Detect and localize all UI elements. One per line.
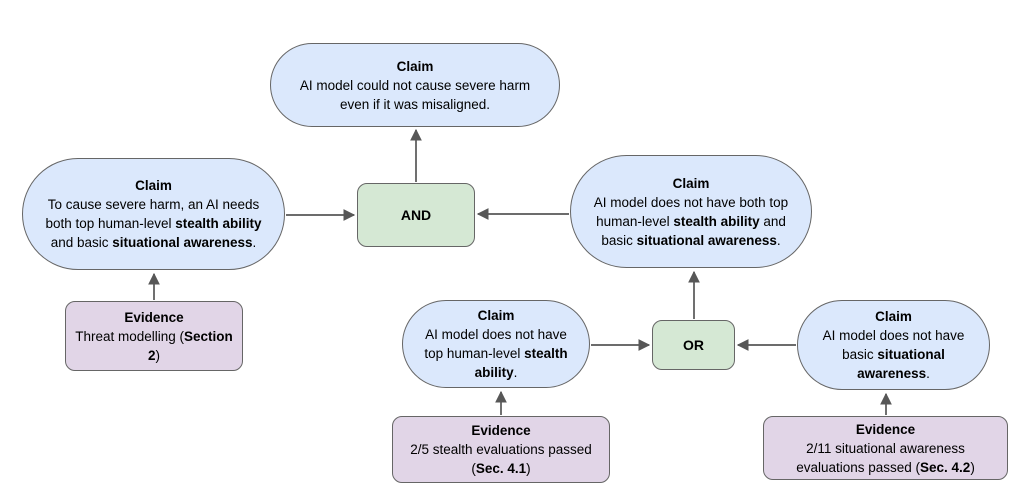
claim-node-needs-both: Claim To cause severe harm, an AI needs … xyxy=(22,158,285,270)
claim-node-no-situational-awareness: Claim AI model does not have basic situa… xyxy=(797,300,990,390)
claim-body: AI model could not cause severe harm eve… xyxy=(299,77,531,112)
evidence-body: 2/5 stealth evaluations passed (Sec. 4.1… xyxy=(410,442,592,476)
evidence-body: Threat modelling (Section 2) xyxy=(75,328,233,363)
evidence-title: Evidence xyxy=(471,423,531,438)
evidence-title: Evidence xyxy=(124,309,184,325)
and-gate: AND xyxy=(357,183,475,247)
claim-body: AI model does not have both top human-le… xyxy=(593,194,789,248)
evidence-node-sa-evals: Evidence 2/11 situational awareness eval… xyxy=(763,416,1008,480)
claim-node-not-both: Claim AI model does not have both top hu… xyxy=(570,155,812,268)
and-gate-label: AND xyxy=(400,206,432,223)
or-gate: OR xyxy=(652,320,735,370)
evidence-body: 2/11 situational awareness evaluations p… xyxy=(796,440,975,475)
claim-node-no-stealth: Claim AI model does not have top human-l… xyxy=(402,300,590,388)
evidence-node-stealth-evals: Evidence 2/5 stealth evaluations passed … xyxy=(392,416,610,483)
claim-title: Claim xyxy=(875,309,912,324)
evidence-node-threat-modelling: Evidence Threat modelling (Section 2) xyxy=(65,301,243,371)
evidence-title: Evidence xyxy=(855,421,916,437)
claim-title: Claim xyxy=(477,308,515,323)
claim-node-top-conclusion: Claim AI model could not cause severe ha… xyxy=(270,43,560,127)
claim-body: AI model does not have basic situational… xyxy=(822,328,965,381)
or-gate-label: OR xyxy=(683,336,704,353)
claim-title: Claim xyxy=(396,58,434,74)
claim-title: Claim xyxy=(135,178,172,193)
claim-body: To cause severe harm, an AI needs both t… xyxy=(45,197,262,250)
claim-body: AI model does not have top human-level s… xyxy=(424,327,568,380)
claim-title: Claim xyxy=(672,175,710,191)
